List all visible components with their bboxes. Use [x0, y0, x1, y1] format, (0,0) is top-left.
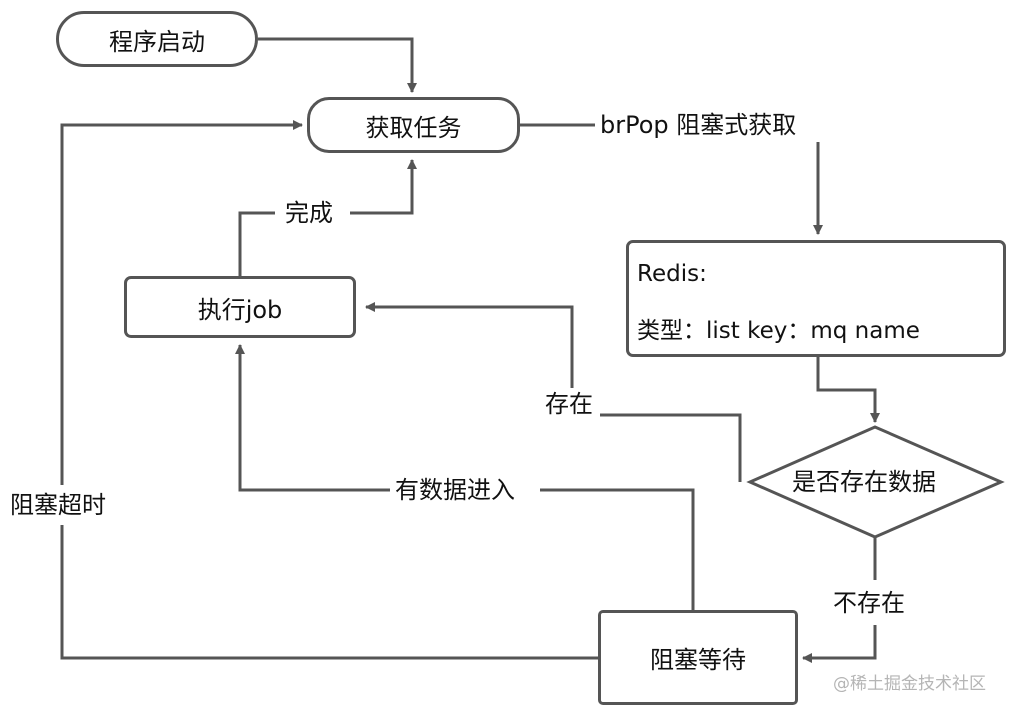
start-label: 程序启动: [109, 27, 205, 56]
edge-redis-to-decision: [816, 357, 880, 423]
fetch-task-node: 获取任务: [307, 97, 520, 153]
fetch-task-label: 获取任务: [365, 113, 462, 142]
start-node: 程序启动: [56, 11, 258, 67]
edge-decision-exists: [600, 413, 742, 482]
edge-label-done: 完成: [285, 199, 333, 227]
execute-job-label: 执行job: [197, 295, 283, 324]
edge-timeout-to-fetch: [60, 120, 303, 485]
edge-start-to-fetch: [258, 37, 417, 93]
edge-label-not-exists: 不存在: [833, 589, 905, 617]
edge-done-to-fetch: [350, 159, 417, 215]
execute-job-node: 执行job: [124, 276, 356, 338]
edge-data-in-to-execute: [235, 344, 390, 492]
decision-label: 是否存在数据: [792, 468, 936, 496]
redis-title: Redis:: [637, 261, 707, 287]
wait-node: 阻塞等待: [598, 610, 798, 705]
watermark: @稀土掘金技术社区: [833, 674, 986, 694]
redis-type-key: 类型：list key：mq name: [637, 318, 920, 344]
edge-not-exists-to-wait: [802, 625, 877, 663]
edge-execute-done: [238, 211, 275, 276]
edge-label-exists: 存在: [545, 390, 593, 418]
edge-exists-to-execute: [365, 302, 574, 388]
edge-label-data-in: 有数据进入: [395, 476, 515, 504]
edge-wait-timeout: [60, 525, 598, 660]
edge-wait-data-in: [540, 488, 695, 610]
decision-diamond: [746, 425, 1005, 539]
edge-label-timeout: 阻塞超时: [10, 491, 106, 519]
redis-node: Redis: 类型：list key：mq name: [626, 240, 1006, 357]
wait-label: 阻塞等待: [650, 646, 746, 674]
edge-label-brpop: brPop 阻塞式获取: [600, 111, 797, 139]
